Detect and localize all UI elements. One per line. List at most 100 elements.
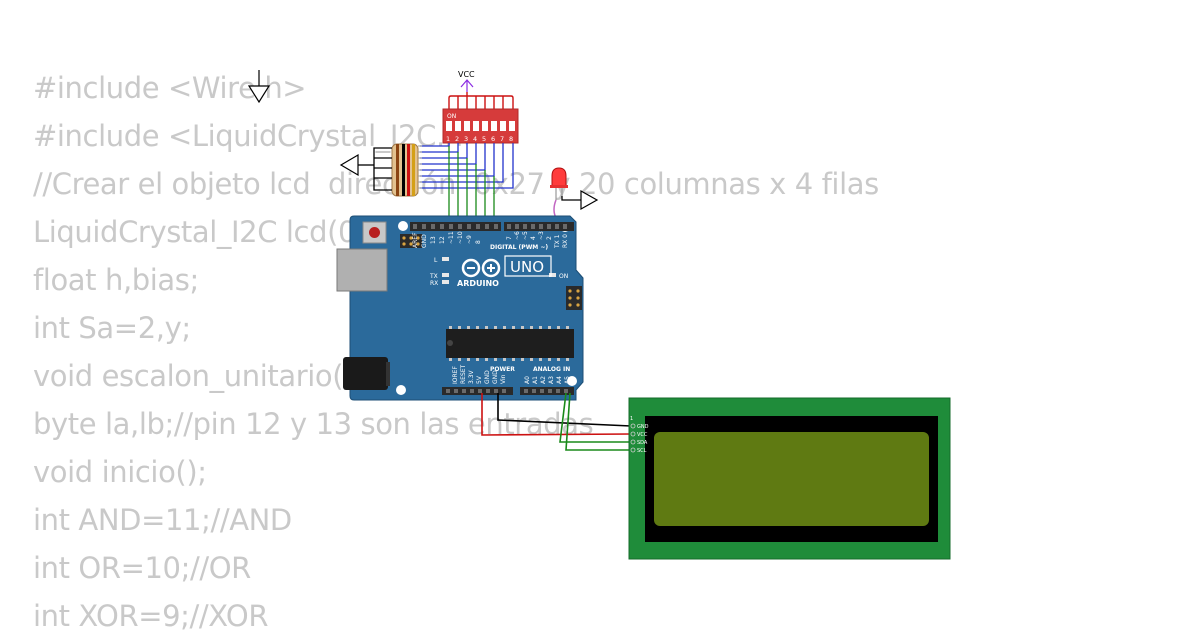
lcd-pin-label: GND bbox=[637, 424, 649, 430]
dip-toggle-3[interactable] bbox=[464, 121, 470, 131]
pin-label-gnd: GND bbox=[421, 234, 428, 248]
dip-toggle-6[interactable] bbox=[491, 121, 497, 131]
code-line: int OR=10;//OR bbox=[33, 551, 251, 585]
vcc-wires bbox=[448, 92, 514, 110]
dc-power-jack bbox=[343, 357, 388, 390]
pin-label: A0 bbox=[524, 376, 531, 384]
resistor-array[interactable] bbox=[391, 143, 422, 197]
pin-label: A3 bbox=[548, 376, 555, 384]
arduino-brand-label: ARDUINO bbox=[457, 279, 499, 288]
dip-number: 1 bbox=[446, 135, 450, 143]
arduino-model-label: UNO bbox=[510, 258, 544, 276]
pin-label: ~10 bbox=[457, 231, 464, 244]
pin-label: A4 bbox=[556, 376, 563, 384]
usb-connector bbox=[336, 248, 388, 292]
code-line: byte la,lb;//pin 12 y 13 son las entrada… bbox=[33, 407, 594, 441]
reset-button[interactable] bbox=[362, 221, 387, 244]
dip-toggle-2[interactable] bbox=[455, 121, 461, 131]
pin-label: ~3 bbox=[538, 231, 545, 240]
pin-label: 7 bbox=[506, 236, 513, 240]
led-on-label: ON bbox=[559, 273, 568, 280]
lcd-pin1-label: 1 bbox=[630, 416, 633, 422]
pin-label: TX 1 bbox=[554, 234, 561, 249]
dip-number: 2 bbox=[455, 135, 459, 143]
icsp-header-right bbox=[566, 286, 582, 310]
pin-label: Vin bbox=[500, 374, 507, 384]
icsp-header-top bbox=[400, 234, 422, 248]
pin-label-aref: AREF bbox=[412, 232, 419, 248]
circuit-diagram: VCC ON 1 2 3 4 5 bbox=[247, 70, 951, 560]
analog-pin-labels: A0 A1 A2 A3 A4 A5 bbox=[524, 376, 571, 384]
led-rx-label: RX bbox=[430, 280, 438, 287]
pin-label: ~6 bbox=[514, 231, 521, 240]
pin-label: 5V bbox=[476, 375, 483, 384]
code-line: float h,bias; bbox=[33, 263, 199, 297]
led-l-label: L bbox=[434, 257, 438, 264]
pin-label: ~9 bbox=[466, 235, 473, 244]
pin-label: GND bbox=[484, 370, 491, 384]
dip-toggle-4[interactable] bbox=[473, 121, 479, 131]
led-ground-wire bbox=[561, 196, 581, 201]
code-line: void inicio(); bbox=[33, 455, 207, 489]
dip-number: 5 bbox=[482, 135, 486, 143]
vcc-label: VCC bbox=[458, 70, 475, 79]
resistor-ground-wires bbox=[358, 147, 392, 191]
dip-number: 7 bbox=[500, 135, 504, 143]
pin-label: 13 bbox=[430, 236, 437, 244]
arduino-uno-board[interactable]: AREF GND 13 12 ~11 ~10 ~9 8 7 ~6 ~5 4 ~3… bbox=[336, 215, 584, 401]
digital-pin-labels: AREF GND 13 12 ~11 ~10 ~9 8 7 ~6 ~5 4 ~3… bbox=[412, 231, 569, 249]
dip-toggle-1[interactable] bbox=[446, 121, 452, 131]
dip-number: 6 bbox=[491, 135, 495, 143]
ground-symbol-left[interactable] bbox=[339, 153, 359, 177]
code-line: #include <Wire.h> bbox=[33, 71, 307, 105]
pin-label: A1 bbox=[532, 376, 539, 384]
pin-label: 4 bbox=[530, 236, 537, 240]
pin-label: RX 0 bbox=[562, 234, 569, 248]
code-line: int XOR=9;//XOR bbox=[33, 599, 269, 633]
dip-number: 4 bbox=[473, 135, 477, 143]
dip-number: 8 bbox=[509, 135, 513, 143]
pin-label: 3.3V bbox=[468, 369, 475, 384]
power-pin-labels: IOREF RESET 3.3V 5V GND GND Vin bbox=[452, 364, 507, 384]
dip-to-resistor-wires bbox=[420, 143, 514, 189]
dip-switch[interactable]: ON 1 2 3 4 5 6 7 8 bbox=[442, 108, 519, 144]
pin-label: GND bbox=[492, 370, 499, 384]
led-tx-label: TX bbox=[429, 273, 438, 280]
dip-toggle-5[interactable] bbox=[482, 121, 488, 131]
code-line: void escalon_unitario(); bbox=[33, 359, 364, 393]
lcd-pin-label: SDA bbox=[637, 440, 648, 446]
lcd-pin-label: VCC bbox=[637, 432, 648, 438]
vcc-symbol[interactable]: VCC bbox=[458, 70, 475, 92]
arduino-logo: UNO ARDUINO bbox=[457, 255, 552, 288]
code-line: //Crear el objeto lcd dirección 0x27 y 2… bbox=[33, 167, 879, 201]
status-leds: L TX RX ON bbox=[429, 257, 568, 287]
analog-label: ANALOG IN bbox=[533, 366, 570, 373]
dip-toggle-8[interactable] bbox=[509, 121, 515, 131]
dip-number: 3 bbox=[464, 135, 468, 143]
pin-label: ~5 bbox=[522, 231, 529, 240]
pin-label: A5 bbox=[564, 376, 571, 384]
arduino-to-lcd-wires bbox=[481, 392, 632, 451]
dip-toggle-7[interactable] bbox=[500, 121, 506, 131]
pin-label: 12 bbox=[439, 236, 446, 244]
ground-symbol-led[interactable] bbox=[580, 189, 599, 211]
dip-on-label: ON bbox=[447, 113, 456, 120]
pin-label: 8 bbox=[475, 240, 482, 244]
power-label: POWER bbox=[490, 366, 515, 373]
pin-label: A2 bbox=[540, 376, 547, 384]
lcd-pin-label: SCL bbox=[637, 448, 647, 454]
ground-symbol-top[interactable] bbox=[247, 70, 271, 104]
pin-label: ~11 bbox=[448, 231, 455, 244]
lcd-screen bbox=[654, 432, 929, 526]
led-red[interactable] bbox=[550, 167, 568, 200]
digital-header[interactable] bbox=[410, 222, 574, 231]
microcontroller-chip bbox=[446, 326, 574, 361]
power-header[interactable] bbox=[442, 387, 513, 395]
lcd-pins: 1 GND VCC SDA SCL bbox=[630, 416, 649, 454]
lcd-module[interactable]: 1 GND VCC SDA SCL bbox=[628, 397, 951, 560]
analog-header[interactable] bbox=[520, 387, 574, 395]
digital-label: DIGITAL (PWM ~) bbox=[490, 244, 548, 251]
code-line: #include <LiquidCrystal_I2C.h> bbox=[33, 119, 487, 153]
dip-toggles[interactable] bbox=[446, 121, 515, 131]
code-line: int AND=11;//AND bbox=[33, 503, 292, 537]
